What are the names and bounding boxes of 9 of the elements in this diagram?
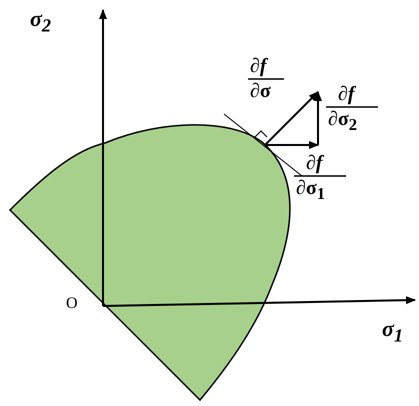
fraction-numerator: ∂f (306, 153, 323, 173)
fraction-denominator: ∂σ$_{2}$ (328, 109, 358, 134)
origin-label: O (66, 296, 78, 312)
axis-label: σ$_{1}$ (382, 318, 404, 345)
fraction-numerator: ∂f (250, 56, 267, 76)
fraction-numerator: ∂f (338, 84, 355, 104)
fraction-denominator: ∂σ (250, 81, 271, 101)
axis-label: σ$_{2}$ (30, 8, 52, 35)
fraction-denominator: ∂σ$_{1}$ (296, 178, 326, 203)
